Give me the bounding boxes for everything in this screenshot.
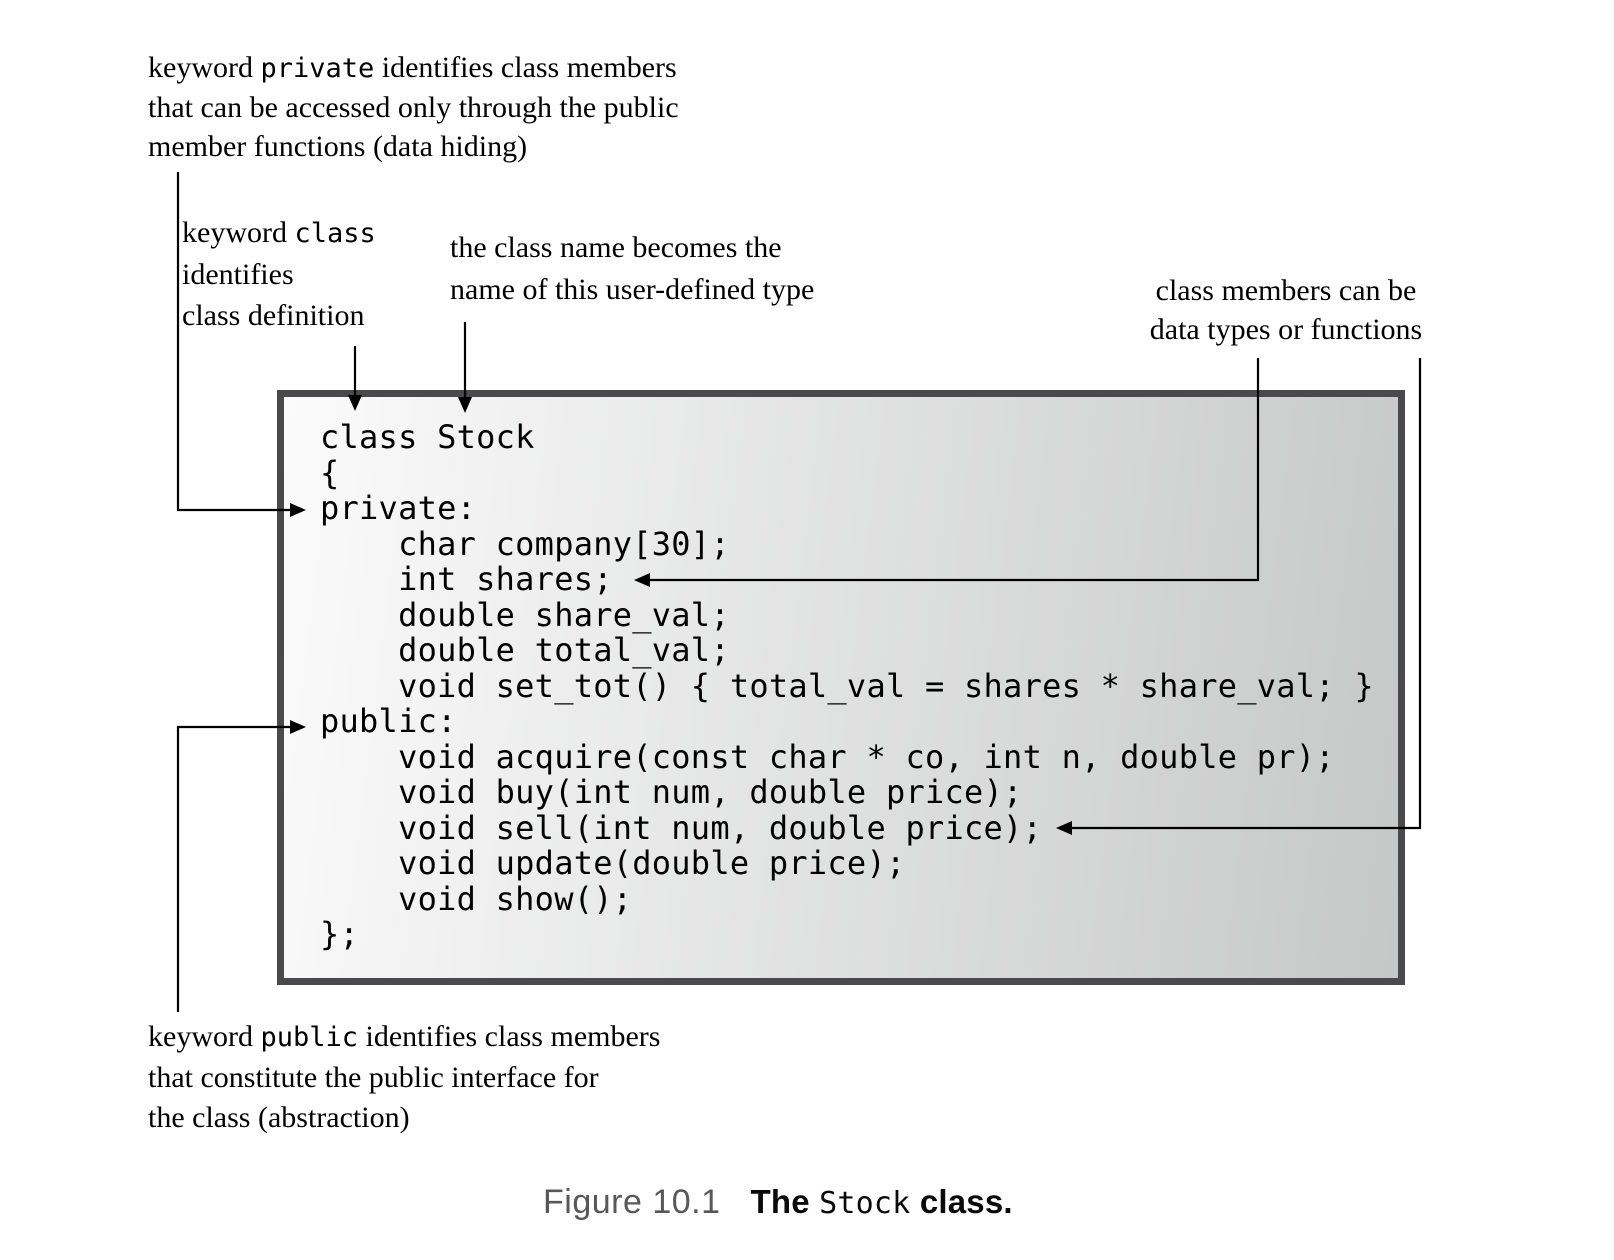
code-line: void set_tot() { total_val = shares * sh… bbox=[320, 666, 1374, 705]
keyword-class-text: class bbox=[294, 218, 376, 249]
annotation-line: keyword public identifies class members bbox=[148, 1017, 660, 1058]
annotation-class-name: the class name becomes the name of this … bbox=[450, 227, 814, 311]
annotation-line: data types or functions bbox=[1149, 313, 1423, 346]
annotation-text: identifies class members bbox=[374, 51, 677, 84]
annotation-line: member functions (data hiding) bbox=[148, 130, 528, 163]
annotation-line: class members can be bbox=[1155, 274, 1417, 307]
keyword-public-text: public bbox=[260, 1022, 359, 1053]
annotation-text: keyword bbox=[182, 216, 295, 249]
code-line-public: public: bbox=[320, 702, 457, 740]
annotation-line: name of this user-defined type bbox=[450, 273, 815, 306]
annotation-line: keyword private identifies class members bbox=[148, 48, 679, 88]
caption-text: The bbox=[750, 1183, 820, 1220]
code-line: double share_val; bbox=[320, 595, 730, 634]
code-line: class Stock bbox=[320, 418, 535, 456]
annotation-class-keyword: keyword class identifies class definitio… bbox=[182, 212, 376, 336]
code-line: void buy(int num, double price); bbox=[320, 773, 1023, 811]
code-line: double total_val; bbox=[320, 631, 730, 669]
code-line: }; bbox=[320, 915, 360, 953]
annotation-public-keyword: keyword public identifies class members … bbox=[148, 1017, 660, 1138]
arrow-public-line bbox=[176, 725, 292, 1012]
annotation-line: keyword class bbox=[182, 212, 376, 254]
annotation-text: keyword bbox=[148, 1020, 261, 1053]
annotation-text: identifies class members bbox=[358, 1020, 661, 1053]
figure-caption: Figure 10.1 The Stock class. bbox=[543, 1183, 1013, 1222]
keyword-private-text: private bbox=[260, 53, 375, 84]
annotation-line: identifies bbox=[182, 258, 294, 291]
annotation-line: the class (abstraction) bbox=[148, 1101, 410, 1134]
annotation-class-members: class members can be data types or funct… bbox=[1120, 271, 1452, 349]
code-line-shares: int shares; bbox=[320, 560, 613, 598]
code-line-private: private: bbox=[320, 489, 477, 527]
code-line: void acquire(const char * co, int n, dou… bbox=[320, 737, 1335, 776]
annotation-text: keyword bbox=[148, 51, 261, 84]
code-line: void update(double price); bbox=[320, 844, 906, 882]
code-line: void show(); bbox=[320, 879, 633, 918]
stock-class-code: class Stock { private: char company[30];… bbox=[320, 418, 1374, 953]
code-line-sell: void sell(int num, double price); bbox=[320, 808, 1043, 847]
figure-caption-label: Figure 10.1 bbox=[543, 1183, 721, 1221]
caption-text: class. bbox=[910, 1183, 1013, 1220]
figure-caption-title: The Stock class. bbox=[750, 1183, 1013, 1221]
annotation-line: class definition bbox=[182, 299, 365, 332]
annotation-private-keyword: keyword private identifies class members… bbox=[148, 48, 679, 166]
annotation-line: that constitute the public interface for bbox=[148, 1061, 599, 1094]
caption-stock-text: Stock bbox=[819, 1186, 911, 1221]
code-line: { bbox=[320, 453, 340, 492]
annotation-line: the class name becomes the bbox=[450, 231, 782, 264]
code-line: char company[30]; bbox=[320, 524, 730, 563]
annotation-line: that can be accessed only through the pu… bbox=[148, 91, 679, 124]
